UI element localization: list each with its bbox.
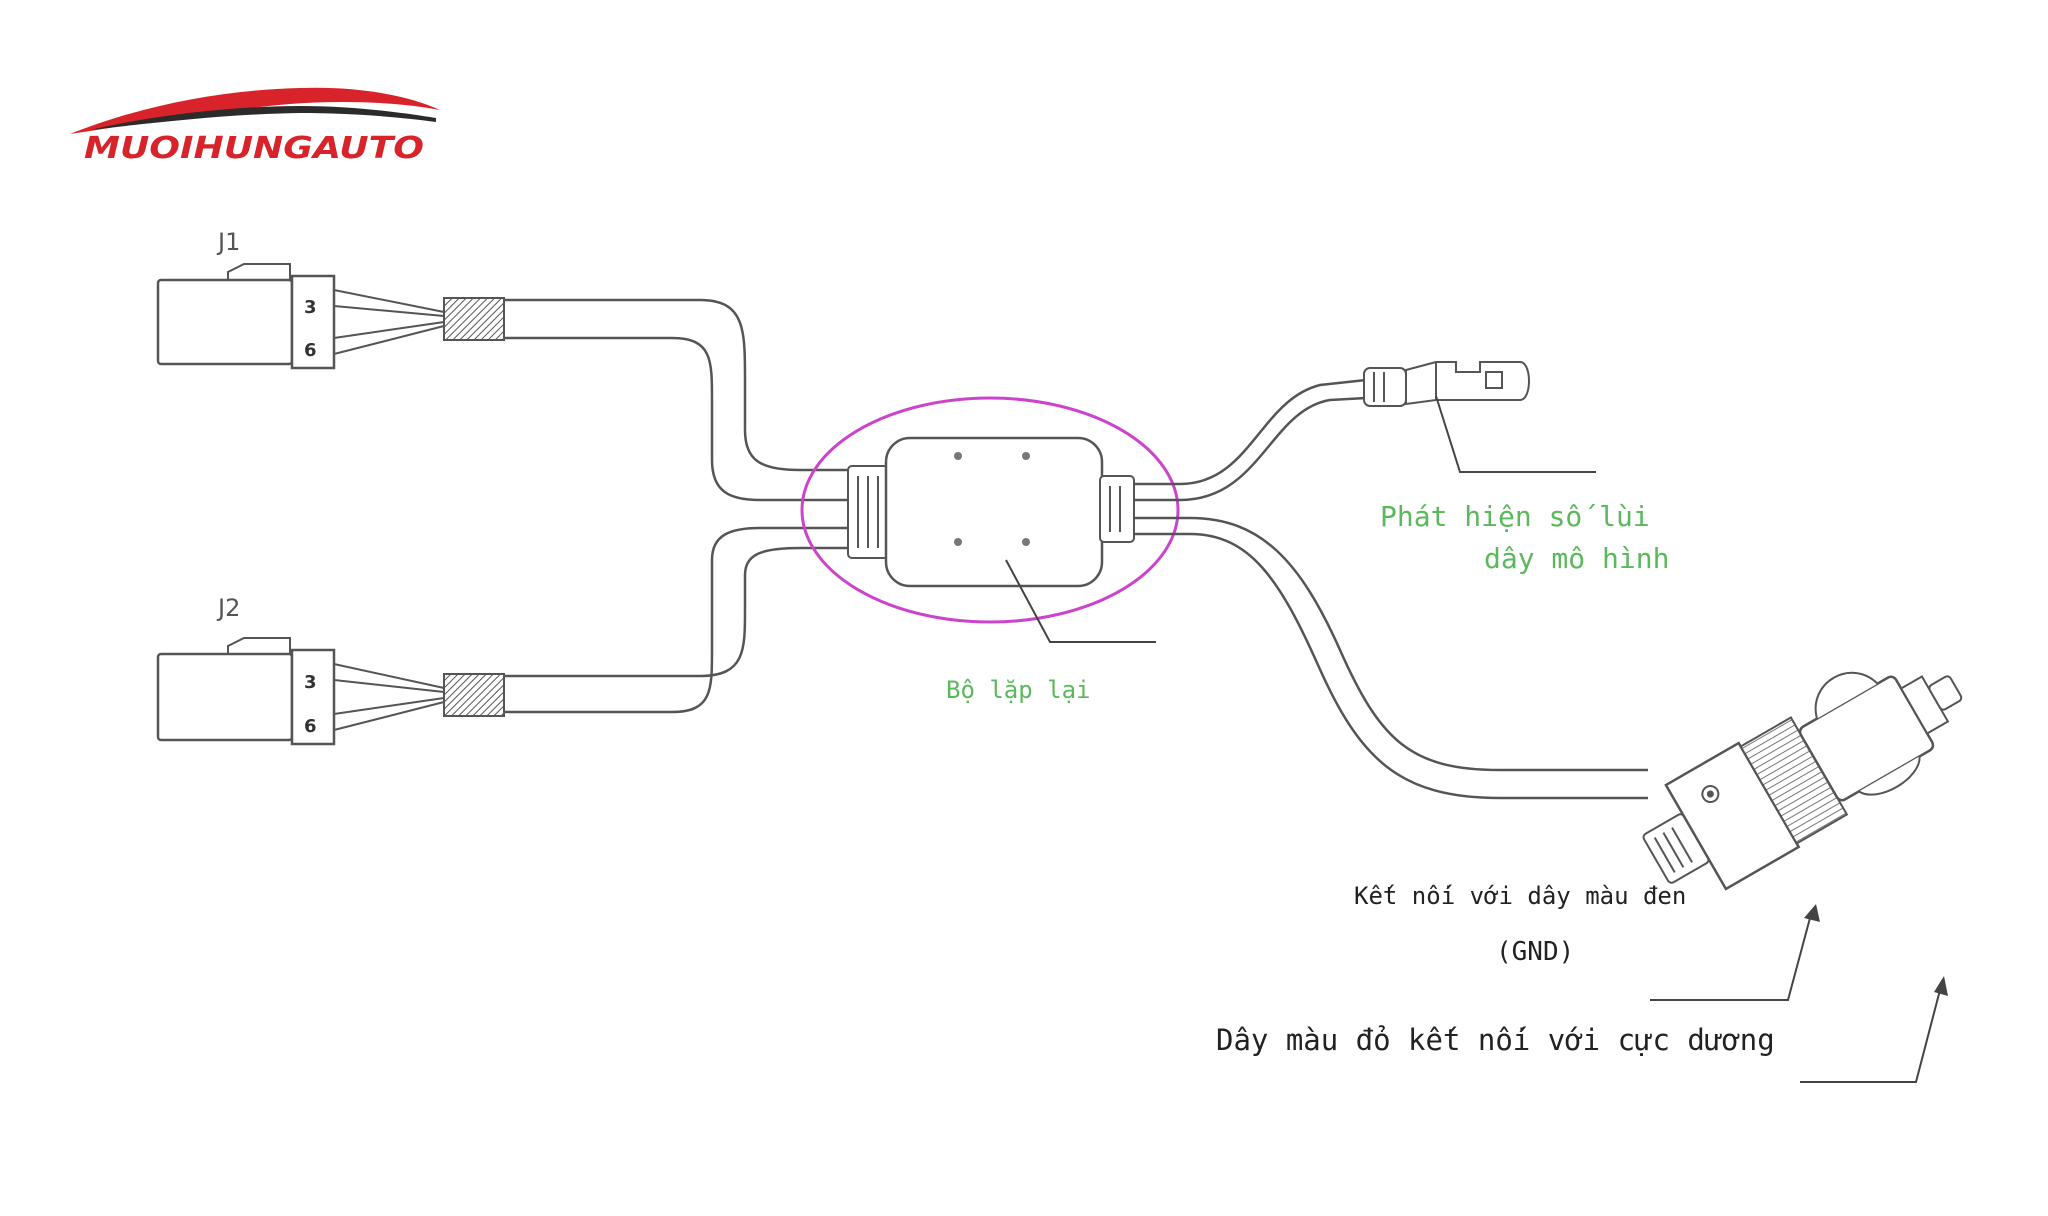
reverse-leader-line: [1435, 395, 1596, 473]
connector-j2-pin-6: 6: [304, 716, 317, 737]
reverse-detect-connector: [1363, 361, 1530, 407]
repeater-left-boot: [847, 465, 889, 559]
connector-j1-body: [156, 278, 294, 366]
reverse-label-line2: dây mô hình: [1484, 542, 1669, 575]
ground-label-line2: (GND): [1496, 937, 1574, 967]
positive-leader-arrow: [1934, 976, 1948, 996]
connector-j2-wires: [333, 663, 445, 731]
positive-leader-line: [1800, 989, 1941, 1083]
ground-leader-line: [1650, 917, 1811, 1001]
connector-j2-pin-3: 3: [304, 672, 317, 693]
ground-label-line1: Kết nối với dây màu đen: [1354, 882, 1686, 910]
plug-head: [1664, 741, 1801, 891]
logo-swoosh-dark: [90, 106, 436, 130]
connector-j2-body: [156, 652, 294, 742]
repeater-right-boot: [1099, 475, 1135, 543]
logo-text: MUOIHUNGAUTO: [84, 131, 424, 166]
ground-leader-arrow: [1804, 904, 1820, 922]
connector-j2-latch: [227, 637, 291, 654]
cables-right: [1134, 378, 1648, 800]
connector-j1-sleeve: [443, 297, 505, 341]
logo-swoosh: [70, 87, 440, 134]
connector-j1-pin-6: 6: [304, 340, 317, 361]
connector-j2-label: J2: [216, 594, 240, 622]
repeater-leader-line: [1005, 559, 1156, 643]
connector-j1-pin-block: [290, 274, 336, 370]
plug-tip: [1928, 675, 1963, 711]
connector-j1-latch: [227, 263, 291, 280]
cables-left: [504, 298, 858, 714]
repeater-module: Bộ lặp lại: [800, 396, 1180, 704]
brand-logo: MUOIHUNGAUTO: [70, 87, 440, 166]
repeater-label: Bộ lặp lại: [946, 676, 1091, 704]
connector-j1-label: J1: [216, 228, 240, 256]
repeater-highlight-circle: [800, 396, 1180, 624]
cigarette-plug: [1642, 671, 1963, 891]
repeater-box: [884, 436, 1104, 588]
connector-j1: J1 3 6: [156, 228, 505, 370]
plug-side-spring: [1814, 671, 1879, 719]
plug-side-spring-2: [1858, 756, 1921, 796]
connector-j1-pin-3: 3: [304, 297, 317, 318]
connector-j2-pin-block: [290, 648, 336, 746]
connector-j1-wires: [333, 289, 445, 355]
connector-j2: J2 3 6: [156, 594, 505, 746]
reverse-label-line1: Phát hiện số lùi: [1380, 500, 1650, 533]
repeater-screws: [954, 452, 1030, 546]
connector-j2-sleeve: [443, 673, 505, 717]
positive-label: Dây màu đỏ kết nối với cực dương: [1216, 1023, 1775, 1057]
